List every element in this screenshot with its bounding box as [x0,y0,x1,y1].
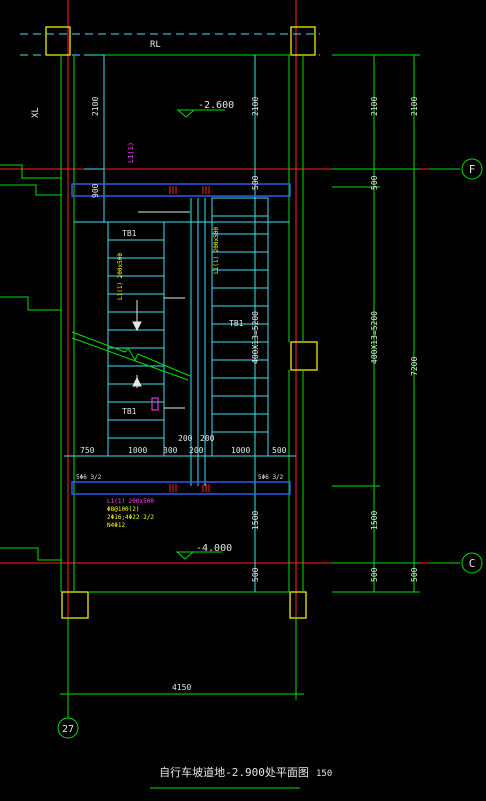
annot-left-vertical: L1(1) 200x500 [117,253,124,300]
tb1-mid: TB1 [122,407,137,416]
wall-stub-left-bottom [0,547,61,561]
columns [45,26,318,619]
wall-stub-left-top [0,164,61,179]
axis-label-f: F [469,163,476,176]
column-top-left [45,26,71,56]
axis-bubble-c [461,552,483,574]
break-line [71,331,191,377]
beams [71,183,291,495]
column-top-right [290,26,316,56]
dim-right-1500: 1500 [251,511,260,530]
tb1-right: TB1 [229,319,244,328]
stair-geometry [64,54,296,592]
dim-row-300: 300 [163,446,178,455]
level-marker-top [176,109,196,118]
annot-bottom-3: 2Φ16;4Φ22 2/2 [107,514,154,521]
annot-bottom-2: Φ8@100(2) [107,506,140,513]
break-line-2 [71,337,189,381]
axis-label-c: C [469,557,476,570]
walls [0,54,460,789]
dim-right-2100: 2100 [251,97,260,116]
arrow-head [132,321,142,332]
dim-far-500: 500 [370,175,379,190]
xl-label: XL [31,107,41,118]
annot-bottom-1: L1(1) 200x500 [107,498,154,505]
rl-label: RL [150,40,161,50]
annot-left-rebar: 5Φ6 3/2 [76,474,102,481]
annot-right-rebar: 5Φ6 3/2 [258,474,284,481]
wall-stub-left-upper [0,184,61,196]
dim-left-900: 900 [91,183,100,198]
dim-row-1000a: 1000 [128,446,147,455]
column-mid-right [290,341,318,371]
drawing-scale: 150 [316,769,332,779]
level-top-text: -2.600 [198,100,234,111]
l1-label: L1(1) [127,142,135,163]
dim-far-2100: 2100 [370,97,379,116]
beam-bottom [71,481,291,495]
dim-row-1000b: 1000 [231,446,250,455]
stair-arrows [132,211,190,409]
dim-right-500b: 500 [251,567,260,582]
dim-right-500: 500 [251,175,260,190]
wall-stub-left-mid [0,296,61,311]
dim-outer-7200: 7200 [410,357,419,376]
top-dashed-beam [20,33,320,56]
treads-right [212,215,268,433]
axis-bubble-27 [57,717,79,739]
arrow-head [132,376,142,387]
beam-marks [169,186,210,492]
axis-bubble-f [461,158,483,180]
dim-bottom-4150: 4150 [172,683,191,692]
drawing-title: 自行车坡道地-2.900处平面图 [159,765,309,779]
tb1-left: TB1 [122,229,137,238]
dim-far-1500: 1500 [370,511,379,530]
dim-right-5200: 400X13=5200 [251,311,260,364]
dim-row-750: 750 [80,446,95,455]
section-mark [151,397,159,411]
annot-right-vertical: L1(1) 200x500 [213,227,220,274]
dim-row-500: 500 [272,446,287,455]
dim-far-5200: 400X13=5200 [370,311,379,364]
annot-bottom-4: N4Φ12 [107,522,125,529]
level-bottom-text: -4.000 [196,543,232,554]
column-bottom-left [61,591,89,619]
column-bottom-right [289,591,307,619]
dim-top-200b: 200 [200,434,215,443]
dim-outer-2100: 2100 [410,97,419,116]
dim-far-500b: 500 [370,567,379,582]
level-marker-bottom [175,551,195,560]
dim-top-200a: 200 [178,434,193,443]
axis-label-27: 27 [62,724,74,735]
beam-top [71,183,291,197]
dim-left-2100: 2100 [91,97,100,116]
dim-outer-500: 500 [410,567,419,582]
dim-row-200a: 200 [189,446,204,455]
